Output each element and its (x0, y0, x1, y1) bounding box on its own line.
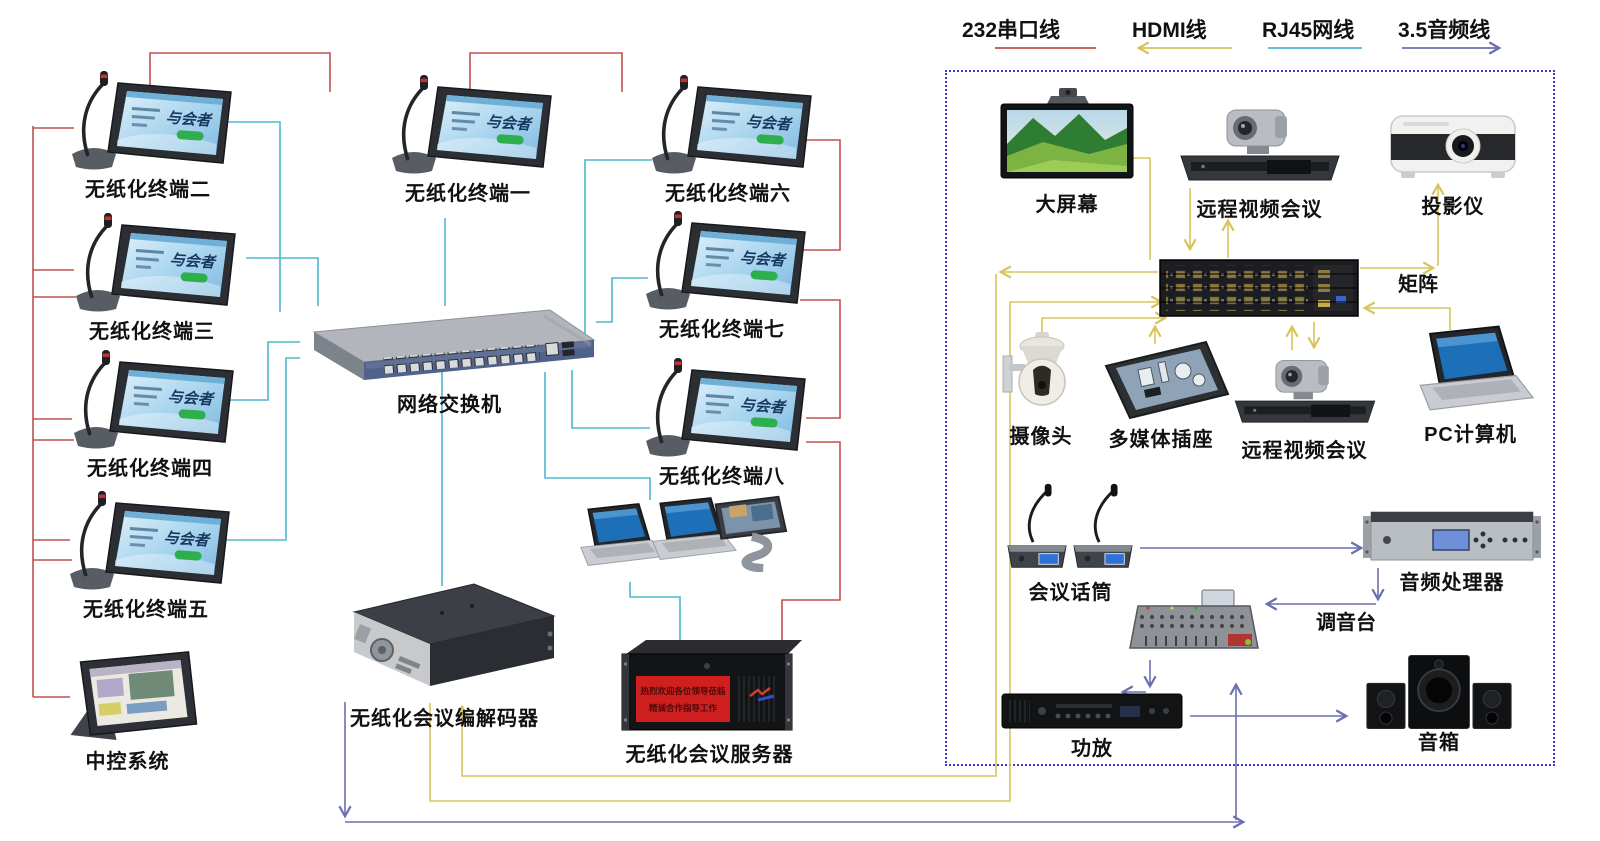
node-audio-processor: 音频处理器 (1362, 506, 1542, 595)
node-mobile-devices (568, 492, 798, 582)
video-conference-1-label: 远程视频会议 (1196, 199, 1323, 221)
node-network-switch: 网络交换机 (292, 300, 607, 417)
terminal-4-label: 无纸化终端四 (87, 458, 213, 480)
node-terminal-7: 无纸化终端七 (632, 206, 812, 342)
amplifier-label: 功放 (1071, 738, 1113, 760)
terminal-1-label: 无纸化终端一 (405, 183, 531, 205)
terminal-3-label: 无纸化终端三 (89, 321, 215, 343)
terminal-2-label: 无纸化终端二 (85, 179, 211, 201)
microphones-illustration (1006, 482, 1134, 569)
terminal-illustration (378, 70, 558, 175)
switch-label: 网络交换机 (397, 394, 502, 416)
node-big-screen: 大屏幕 (993, 84, 1141, 217)
dome-camera-illustration (995, 330, 1087, 418)
terminal-illustration (638, 70, 818, 175)
node-terminal-1: 无纸化终端一 (378, 70, 558, 206)
node-terminal-6: 无纸化终端六 (638, 70, 818, 206)
switch-illustration (292, 300, 607, 382)
matrix-illustration (1158, 256, 1360, 320)
node-multimedia-socket: 多媒体插座 (1086, 336, 1236, 452)
node-matrix (1158, 256, 1360, 320)
legend-232-serial: 232串口线 (962, 19, 1061, 42)
legend-hdmi: HDMI线 (1132, 19, 1207, 42)
video-conference-illustration (1175, 96, 1345, 191)
node-speakers: 音箱 (1348, 652, 1530, 755)
node-pc: PC计算机 (1398, 324, 1543, 447)
video-conference-illustration (1230, 348, 1380, 432)
audio-processor-illustration (1362, 506, 1542, 564)
codec-label: 无纸化会议编解码器 (350, 708, 539, 730)
legend-rj45: RJ45网线 (1262, 19, 1355, 42)
terminal-illustration (58, 66, 238, 171)
conference-mic-label: 会议话筒 (1028, 582, 1113, 604)
legend-audio: 3.5音频线 (1398, 19, 1491, 42)
terminal-illustration (56, 486, 236, 591)
links-rj45 (218, 121, 681, 643)
node-projector: 投影仪 (1383, 100, 1523, 219)
mixer-illustration (1128, 586, 1260, 661)
terminal-5-label: 无纸化终端五 (83, 599, 209, 621)
terminal-illustration (632, 206, 812, 311)
node-video-conference-2: 远程视频会议 (1222, 348, 1387, 463)
audio-processor-label: 音频处理器 (1399, 572, 1505, 594)
node-central-control: 中控系统 (45, 638, 210, 774)
speakers-label: 音箱 (1418, 732, 1460, 754)
pc-label: PC计算机 (1424, 424, 1517, 446)
terminal-illustration (60, 345, 240, 450)
terminal-illustration (62, 208, 242, 313)
speakers-illustration (1348, 652, 1530, 732)
links-232-serial (32, 52, 841, 698)
node-amplifier: 功放 (998, 686, 1186, 761)
node-conference-mics: 会议话筒 (998, 482, 1143, 605)
multimedia-socket-label: 多媒体插座 (1108, 429, 1214, 451)
matrix-label: 矩阵 (1398, 274, 1438, 296)
control-tablet-illustration (50, 638, 205, 743)
projector-label: 投影仪 (1421, 196, 1485, 218)
video-conference-2-label: 远程视频会议 (1241, 440, 1368, 462)
big-screen-label: 大屏幕 (1035, 194, 1099, 216)
equipment-room-boundary (945, 70, 1555, 766)
pc-laptop-illustration (1403, 324, 1538, 416)
links-audio (338, 541, 1385, 829)
node-terminal-2: 无纸化终端二 (58, 66, 238, 202)
server-label: 无纸化会议服务器 (625, 744, 794, 766)
central-control-label: 中控系统 (85, 751, 170, 773)
multimedia-socket-illustration (1086, 336, 1236, 421)
server-illustration (612, 634, 807, 736)
node-video-conference-1: 远程视频会议 (1172, 96, 1347, 222)
node-server: 无纸化会议服务器 (612, 634, 807, 767)
big-screen-illustration (993, 84, 1141, 186)
terminal-6-label: 无纸化终端六 (665, 183, 791, 205)
node-terminal-5: 无纸化终端五 (56, 486, 236, 622)
projector-illustration (1383, 100, 1523, 188)
node-terminal-3: 无纸化终端三 (62, 208, 242, 344)
terminal-illustration (632, 353, 812, 458)
links-hdmi (429, 151, 1451, 802)
laptops-kiosk-illustration (580, 492, 798, 582)
node-codec: 无纸化会议编解码器 (322, 578, 567, 731)
node-terminal-4: 无纸化终端四 (60, 345, 240, 481)
camera-label: 摄像头 (1009, 426, 1073, 448)
node-terminal-8: 无纸化终端八 (632, 353, 812, 489)
amplifier-illustration (998, 686, 1186, 736)
terminal-7-label: 无纸化终端七 (659, 319, 785, 341)
node-mixer (1128, 586, 1260, 661)
terminal-8-label: 无纸化终端八 (659, 466, 785, 488)
mixer-label: 调音台 (1316, 612, 1376, 634)
codec-illustration (322, 578, 567, 700)
node-camera: 摄像头 (995, 330, 1087, 449)
